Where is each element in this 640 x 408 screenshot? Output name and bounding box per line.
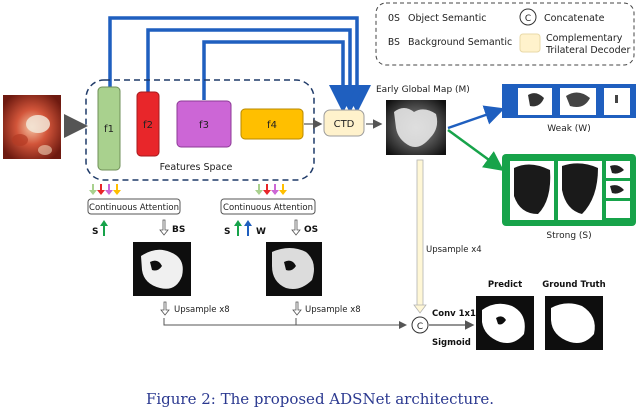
- skip-connections: [108, 16, 371, 113]
- legend-box: [375, 2, 635, 66]
- ctd-block: [323, 109, 365, 137]
- ctd-label: CTD: [334, 119, 355, 130]
- right-attention-box: [220, 198, 316, 215]
- feature-f3-label: f3: [199, 120, 209, 131]
- conv-label: Conv 1x1: [432, 309, 476, 319]
- global-map-image: [386, 100, 446, 155]
- right-attention-title: Continuous Attention: [223, 203, 313, 213]
- skip-f3: [202, 40, 357, 113]
- skip-f2: [146, 28, 364, 113]
- legend: OS Object Semantic BS Background Semanti…: [375, 2, 635, 66]
- feature-f4: [240, 108, 304, 140]
- concat-node-symbol: C: [417, 322, 423, 332]
- right-w-blue-arrow: [244, 220, 252, 236]
- feature-f3: [176, 100, 232, 148]
- legend-bs-code: BS: [388, 37, 400, 48]
- legend-os-text: Object Semantic: [408, 13, 487, 24]
- figure-caption: Figure 2: The proposed ADSNet architectu…: [146, 390, 494, 408]
- right-attention-os: OS: [304, 225, 318, 235]
- weak-panel: [502, 84, 636, 118]
- feature-f1-label: f1: [104, 124, 114, 135]
- left-s-green-arrow: [100, 220, 108, 236]
- left-attention-s: S: [92, 227, 98, 237]
- right-os-map: [266, 242, 322, 296]
- features-space-label: Features Space: [160, 162, 233, 173]
- right-attention-s: S: [224, 227, 230, 237]
- weak-label: Weak (W): [547, 124, 590, 134]
- left-attention-bs: BS: [172, 225, 185, 235]
- left-bs-arrow: [159, 219, 169, 236]
- feature-f4-label: f4: [267, 120, 277, 131]
- feature-f2: [136, 91, 160, 157]
- concat-node: [411, 316, 429, 334]
- feature-f1: [97, 86, 121, 171]
- left-upsample-label: Upsample x8: [174, 305, 230, 315]
- feature-blocks: f1 f2 f3 f4: [97, 86, 304, 171]
- right-attention-w: W: [256, 227, 266, 237]
- upsample-x4-label: Upsample x4: [426, 245, 482, 255]
- legend-decoder-text-2: Trilateral Decoder: [545, 45, 630, 56]
- skip-f1: [108, 16, 371, 113]
- legend-os-code: OS: [388, 13, 400, 24]
- left-to-concat-line: [163, 318, 407, 329]
- legend-concat-icon: [519, 8, 537, 26]
- strong-panel: [502, 154, 636, 226]
- left-attention-box: [87, 198, 181, 215]
- upsample-x4-arrow: [413, 159, 427, 314]
- predict-image: [476, 296, 534, 350]
- right-upsample-label: Upsample x8: [305, 305, 361, 315]
- left-attention-inputs: [89, 184, 121, 195]
- legend-decoder-swatch: [519, 33, 541, 53]
- ground-truth-label: Ground Truth: [542, 280, 605, 290]
- strong-label: Strong (S): [546, 231, 591, 241]
- left-bs-map: [133, 242, 191, 296]
- global-map-label: Early Global Map (M): [376, 85, 470, 95]
- legend-decoder-text-1: Complementary: [546, 33, 623, 44]
- legend-bs-text: Background Semantic: [408, 37, 512, 48]
- right-os-arrow: [291, 219, 301, 236]
- left-upsample-arrow: [160, 301, 170, 316]
- sigmoid-label: Sigmoid: [432, 338, 471, 348]
- predict-label: Predict: [488, 280, 522, 290]
- input-image: [3, 95, 61, 159]
- map-to-strong-arrow: [447, 128, 505, 171]
- map-to-weak-arrow: [447, 105, 505, 130]
- right-s-green-arrow: [234, 220, 242, 236]
- feature-f2-label: f2: [143, 120, 153, 131]
- ground-truth-image: [545, 296, 603, 350]
- legend-concat-text: Concatenate: [544, 13, 605, 24]
- right-upsample-arrow: [292, 301, 302, 316]
- left-attention-title: Continuous Attention: [89, 203, 179, 213]
- legend-concat-symbol: C: [525, 14, 531, 24]
- right-attention-inputs: [255, 184, 287, 195]
- features-space-box: [85, 79, 315, 181]
